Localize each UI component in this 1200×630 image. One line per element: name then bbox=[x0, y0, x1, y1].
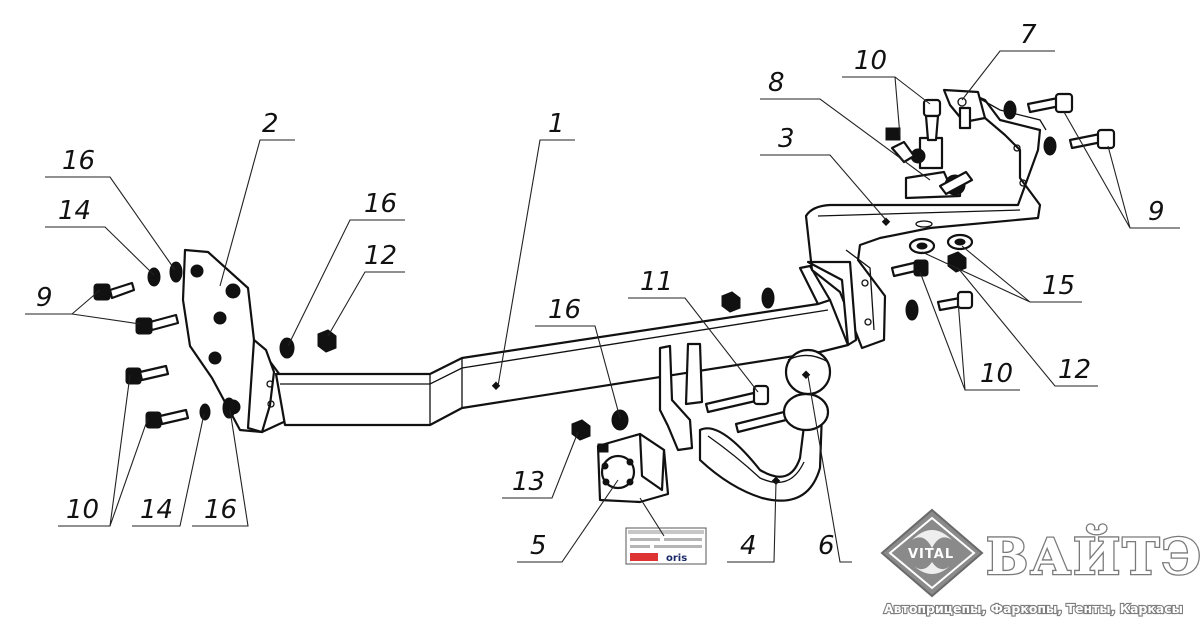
bolt-10-right-upper bbox=[890, 259, 929, 278]
callout-8: 8 bbox=[768, 68, 785, 98]
callout-5: 5 bbox=[530, 531, 547, 561]
vital-emblem-text: VITAL bbox=[908, 547, 954, 562]
callout-16-left-top: 16 bbox=[62, 146, 95, 176]
callout-15: 15 bbox=[1042, 271, 1075, 301]
cross-beam-part bbox=[274, 264, 850, 427]
leader-lines bbox=[25, 50, 1180, 563]
plate-7-part bbox=[942, 88, 987, 130]
plate-brand-text: oris bbox=[666, 553, 687, 564]
callout-2: 2 bbox=[262, 109, 279, 139]
bolt-10-right-lower bbox=[905, 290, 974, 321]
callout-4: 4 bbox=[740, 531, 757, 561]
certification-plate: oris bbox=[625, 527, 707, 565]
nut-12-left bbox=[317, 329, 337, 353]
washer-14-left-bottom bbox=[199, 403, 211, 421]
callout-1: 1 bbox=[548, 109, 565, 139]
nut-13 bbox=[571, 419, 591, 441]
washer-11-beam bbox=[761, 287, 775, 309]
washers-15 bbox=[908, 233, 974, 255]
left-bracket-part bbox=[181, 248, 290, 434]
callout-16-socket: 16 bbox=[548, 295, 581, 325]
callout-16-mid: 16 bbox=[364, 189, 397, 219]
ball-mount-bar-part bbox=[658, 342, 824, 502]
callout-7: 7 bbox=[1020, 20, 1037, 50]
washer-16-mid bbox=[279, 337, 295, 359]
bolt-10-top bbox=[922, 98, 942, 142]
bolt-9-left-top bbox=[93, 281, 136, 301]
bolt-10-left-bottom bbox=[145, 408, 190, 429]
bolt-9-right-top bbox=[1003, 92, 1074, 120]
brand-wordmark: ВАЙТЭЛ bbox=[986, 523, 1200, 586]
callout-14-left-top: 14 bbox=[58, 196, 91, 226]
bolt-9-right-bottom bbox=[1043, 128, 1116, 156]
callout-12-left: 12 bbox=[364, 241, 397, 271]
right-bracket-part bbox=[804, 94, 1047, 350]
callout-13: 13 bbox=[512, 467, 545, 497]
bolt-10-left-top bbox=[125, 364, 170, 385]
brand-tagline: Автоприцепы, Фаркопы, Тенты, Каркасы bbox=[884, 601, 1183, 616]
tow-ball-part bbox=[782, 348, 832, 432]
callout-3: 3 bbox=[778, 124, 795, 154]
nut-12-right bbox=[947, 251, 967, 273]
callout-16-left-bottom: 16 bbox=[204, 495, 237, 525]
callout-10-right: 10 bbox=[980, 359, 1013, 389]
washer-16-socket bbox=[611, 409, 629, 431]
callout-14-left-bottom: 14 bbox=[140, 495, 173, 525]
socket-bracket-part bbox=[596, 432, 670, 504]
callout-labels: 1 2 3 4 5 6 7 8 9 9 10 10 10 11 12 12 13… bbox=[36, 20, 1165, 561]
bolt-9-left-bottom bbox=[135, 313, 180, 335]
callout-6: 6 bbox=[818, 531, 835, 561]
callout-11: 11 bbox=[640, 267, 673, 297]
callout-10-top: 10 bbox=[854, 46, 887, 76]
callout-9-right: 9 bbox=[1148, 197, 1165, 227]
washer-16-left-bottom bbox=[222, 397, 236, 419]
vital-emblem: VITAL bbox=[880, 508, 984, 598]
nut-11-beam bbox=[721, 291, 741, 313]
bolt-11-hitch bbox=[704, 384, 788, 434]
bracket-8-part bbox=[885, 127, 974, 200]
callout-12-right: 12 bbox=[1058, 355, 1091, 385]
callout-10-left: 10 bbox=[66, 495, 99, 525]
vital-logo: VITAL ВАЙТЭЛ Автоприцепы, Фаркопы, Тенты… bbox=[880, 508, 1200, 617]
callout-9-left: 9 bbox=[36, 283, 53, 313]
